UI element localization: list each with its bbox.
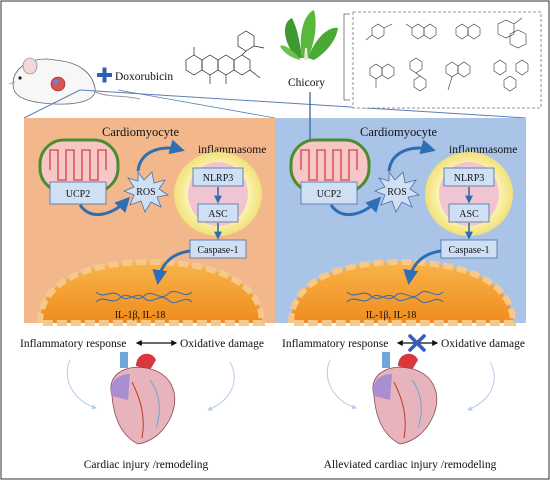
- left-outcome-label: Cardiac injury /remodeling: [84, 459, 209, 471]
- left-panel-title: Cardiomyocyte: [102, 125, 180, 139]
- right-panel-title: Cardiomyocyte: [360, 125, 438, 139]
- left-caspase-box: [189, 239, 247, 259]
- right-asc-label: ASC: [459, 209, 479, 220]
- doxorubicin-structure-icon: [185, 30, 265, 84]
- bracket: [343, 13, 350, 101]
- right-ucp2-label: UCP2: [317, 189, 341, 200]
- right-ucp2-ros-arrow: [329, 196, 382, 216]
- compound-structures-icon: [365, 17, 529, 92]
- right-nlrp3-box: [443, 167, 495, 187]
- right-ucp2-box: [300, 181, 358, 205]
- left-nlrp3-label: NLRP3: [203, 173, 234, 184]
- connector-line-right: [79, 89, 527, 119]
- right-oxidative-label: Oxidative damage: [441, 338, 525, 350]
- plus-icon: [97, 67, 112, 83]
- right-nucleus: [287, 258, 517, 326]
- right-ros-burst: [373, 170, 421, 213]
- left-cycle-arrow-1: [66, 359, 97, 410]
- left-caspase-nucleus-arrow: [152, 249, 191, 285]
- left-caspase-label: Caspase-1: [197, 245, 238, 256]
- left-asc-label: ASC: [208, 209, 228, 220]
- right-ros-label: ROS: [387, 187, 406, 198]
- right-heart-icon: [372, 352, 438, 445]
- left-ucp2-box: [49, 181, 107, 205]
- right-outcome-label: Alleviated cardiac injury /remodeling: [324, 459, 497, 471]
- left-asc-box: [197, 203, 239, 223]
- block-cross-icon: [408, 334, 426, 352]
- left-ros-label: ROS: [136, 187, 155, 198]
- right-inflammatory-label: Inflammatory response: [282, 338, 388, 350]
- connector-line-left: [23, 89, 81, 119]
- left-cytokines-label: IL-1β, IL-18: [115, 310, 166, 321]
- left-nucleus: [36, 258, 266, 326]
- right-caspase-label: Caspase-1: [448, 245, 489, 256]
- right-mitochondrion-icon: [289, 138, 371, 194]
- right-asc-box: [448, 203, 490, 223]
- left-inflammatory-label: Inflammatory response: [20, 338, 126, 350]
- right-dna-icon: [346, 290, 444, 304]
- right-caspase-box: [440, 239, 498, 259]
- left-ucp2-ros-arrow: [78, 196, 131, 216]
- right-caspase-nucleus-arrow: [403, 249, 442, 285]
- left-heart-icon: [110, 352, 176, 445]
- left-nlrp3-box: [192, 167, 244, 187]
- left-ros-burst: [122, 170, 170, 213]
- left-ucp2-label: UCP2: [66, 189, 90, 200]
- right-cycle-arrow-2: [467, 361, 495, 411]
- chicory-plant-icon: [280, 10, 338, 60]
- left-ros-inflammasome-arrow: [136, 139, 185, 172]
- right-ros-inflammasome-arrow: [387, 139, 436, 172]
- right-cycle-arrow-1: [326, 359, 357, 410]
- left-dna-icon: [95, 290, 193, 304]
- drug-label: Doxorubicin: [115, 71, 173, 83]
- left-oxidative-label: Oxidative damage: [180, 338, 264, 350]
- connector-line-mid: [117, 89, 276, 119]
- left-cycle-arrow-2: [207, 361, 235, 411]
- right-nlrp3-label: NLRP3: [454, 173, 485, 184]
- plant-label: Chicory: [288, 77, 325, 89]
- right-cytokines-label: IL-1β, IL-18: [366, 310, 417, 321]
